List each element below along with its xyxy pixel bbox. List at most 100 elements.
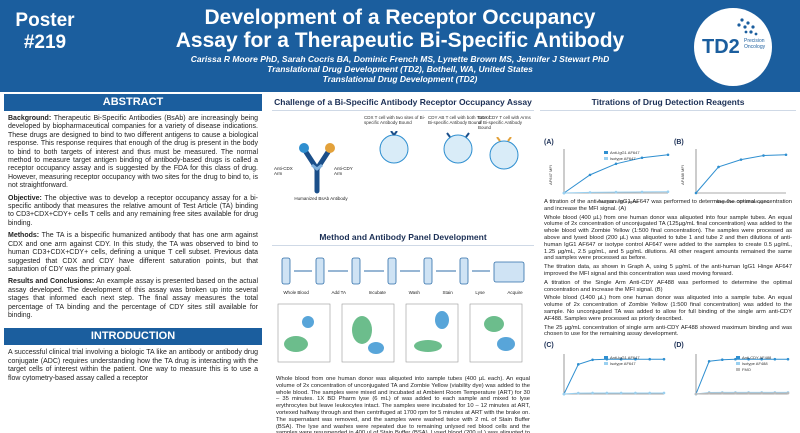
data-point (576, 363, 580, 366)
para-2: Whole blood (400 µL) from one human dono… (544, 214, 792, 262)
series-line (695, 392, 788, 395)
data-point (760, 392, 764, 395)
x-axis-label: Anti-IgG1 AF647 µg/mL (597, 199, 640, 204)
x-axis-label: Single Arm CDY AF488 µg/mL (716, 199, 771, 204)
data-point (634, 358, 637, 361)
data-point (720, 358, 724, 362)
titrations-title: Titrations of Drug Detection Reagents (540, 94, 796, 111)
workflow-step: Wash (408, 290, 420, 295)
data-point (588, 191, 592, 194)
method-text: Whole blood from one human donor was ali… (276, 376, 530, 433)
legend-swatch (604, 151, 608, 154)
data-point (591, 358, 594, 362)
cell-card-2-text: CDY AB T cell with both Two of Bi-specif… (428, 115, 490, 126)
title-line-1: Development of a Receptor Occupancy (204, 6, 596, 29)
data-point (640, 190, 644, 194)
data-point (588, 173, 592, 177)
objective-text: The objective was to develop a receptor … (8, 194, 258, 227)
para-5: Whole blood (1400 µL) from one human don… (544, 295, 792, 322)
t-cell-icon (489, 136, 519, 170)
data-point (773, 358, 777, 361)
para-3: The titration data, as shown in Graph A,… (544, 264, 792, 277)
data-point (717, 165, 720, 169)
data-point (734, 392, 737, 395)
logo-text: TD2 (702, 36, 740, 58)
legend-label: Anti-IgG1 AF647 (610, 150, 640, 155)
abstract-results: Results and Conclusions: An example assa… (8, 278, 258, 320)
legend-label: Anti-CDY AF488 (742, 355, 772, 360)
data-point (662, 358, 666, 361)
workflow-step: Add TA (331, 290, 347, 295)
workflow-step: Acquire (507, 290, 523, 295)
y-axis-label: AF647 MFI (548, 165, 553, 185)
data-point (784, 153, 788, 157)
data-point (619, 391, 623, 395)
para-4: A titration of the Single Arm Anti-CDY A… (544, 279, 792, 293)
cell-card-2: CDY AB T cell with both Two of Bi-specif… (428, 115, 490, 169)
legend-label: Isotype AF488 (742, 361, 768, 366)
data-point (648, 358, 652, 361)
data-point (640, 156, 644, 160)
intro-text: A successful clinical trial involving a … (8, 349, 258, 382)
t-cell-icon (379, 130, 409, 164)
data-point (614, 162, 618, 166)
data-point (707, 360, 711, 363)
logo-subtext: Precision Oncology (744, 38, 766, 50)
authors: Carissa R Moore PhD, Sarah Cocris BA, Do… (190, 54, 610, 64)
t-cell-icon (443, 132, 473, 164)
left-column: ABSTRACT Background: Therapeutic Bi-Spec… (4, 94, 262, 433)
data-point (666, 190, 670, 193)
workflow-step: Lyse (475, 290, 485, 295)
poster-title: Development of a Receptor Occupancy Assa… (120, 6, 680, 52)
workflow-step: Stain (442, 290, 453, 295)
data-point (576, 391, 580, 395)
antibody-diagram-icon (299, 143, 335, 194)
title-line-2: Assay for a Therapeutic Bi-Specific Anti… (175, 29, 625, 52)
cell-card-1-text: CDX T cell with two sites of Bi-specific… (364, 115, 426, 126)
td2-logo: TD2 Precision Oncology (694, 8, 772, 86)
abstract-background: Background: Therapeutic Bi-Specific Anti… (8, 115, 258, 191)
data-point (662, 391, 666, 395)
method-title: Method and Antibody Panel Development (272, 229, 534, 246)
workflow-diagram (281, 257, 525, 285)
legend-swatch (604, 157, 608, 160)
data-point (747, 358, 750, 361)
methods-label: Methods: (8, 232, 40, 240)
data-point (666, 153, 670, 157)
logo-dots-icon (737, 18, 758, 36)
series-line (695, 358, 788, 395)
arm-left-label: Anti-CDX Arm (274, 166, 293, 176)
cell-card-3-text: CDX CDY T cell with Arms of Bi-specific … (478, 115, 531, 131)
legend-swatch (736, 362, 740, 366)
data-point (739, 158, 743, 161)
workflow-step: Incubate (368, 290, 386, 295)
data-point (786, 392, 790, 395)
legend-swatch (736, 368, 740, 372)
antibody-caption: Humanized BsAb Antibody (294, 196, 348, 201)
data-point (694, 191, 698, 195)
workflow-step: Whole Blood (283, 290, 309, 295)
data-point (786, 358, 790, 361)
data-point (707, 392, 711, 395)
intro-heading: INTRODUCTION (4, 328, 262, 346)
abstract-methods: Methods: The TA is a bispecific humanize… (8, 232, 258, 274)
abstract-heading: ABSTRACT (4, 94, 262, 111)
methods-text: The TA is a bispecific humanized antibod… (8, 232, 258, 273)
legend-label: FMO (742, 367, 751, 372)
data-point (720, 392, 724, 395)
legend-label: Isotype AF647 (610, 361, 636, 366)
data-point (760, 358, 764, 361)
series-line (563, 358, 664, 395)
challenge-title: Challenge of a Bi-Specific Antibody Rece… (272, 94, 534, 111)
results-label: Results and Conclusions: (8, 278, 95, 286)
middle-column: Challenge of a Bi-Specific Antibody Rece… (272, 94, 534, 433)
flow-plots (277, 303, 523, 363)
y-axis-label: AF488 MFI (680, 165, 685, 185)
cell-card-3: CDX CDY T cell with Arms of Bi-specific … (478, 115, 532, 174)
legend-swatch (736, 356, 740, 360)
cell-card-1: CDX T cell with two sites of Bi-specific… (364, 115, 426, 169)
legend-label: Isotype AF647 (610, 156, 636, 161)
authors-block: Carissa R Moore PhD, Sarah Cocris BA, Do… (120, 54, 680, 84)
legend-swatch (604, 362, 608, 366)
background-text: Therapeutic Bi-Specific Antibodies (BsAb… (8, 115, 258, 190)
